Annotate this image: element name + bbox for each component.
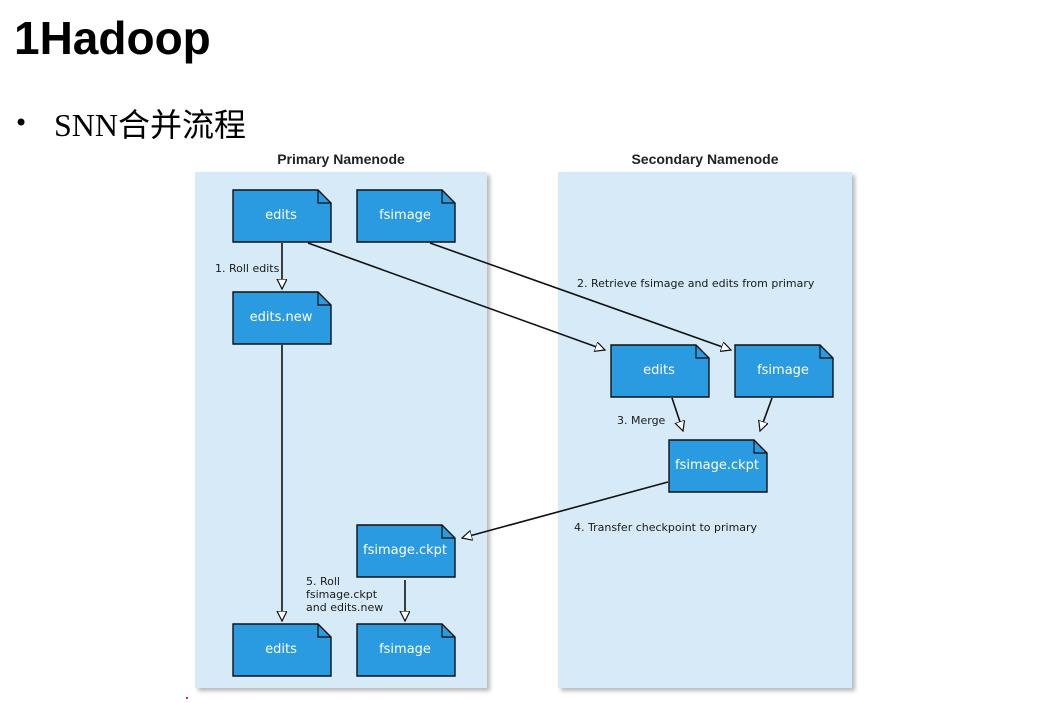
file-label: edits [265, 641, 297, 657]
step-roll-edits-label: 1. Roll edits [215, 262, 280, 275]
step-roll-label-line1: 5. Roll [306, 575, 340, 588]
bullet-item: • SNN合并流程 [14, 100, 246, 146]
file-ckpt-primary: fsimage.ckpt [356, 524, 458, 578]
file-label: fsimage [379, 641, 431, 657]
arrow-merge-fsimage [760, 397, 773, 431]
arrow-retrieve-fsimage [429, 242, 731, 350]
stray-mark [186, 697, 188, 699]
secondary-namenode-panel [558, 172, 852, 688]
file-edits-new: edits.new [232, 291, 334, 345]
step-roll-label-line3: and edits.new [306, 601, 384, 614]
file-label: fsimage [379, 207, 431, 223]
step-retrieve-label: 2. Retrieve fsimage and edits from prima… [577, 277, 815, 290]
file-label: fsimage.ckpt [363, 542, 447, 558]
file-fsimage-final: fsimage [356, 623, 458, 677]
arrow-merge-edits [671, 397, 683, 431]
file-label: edits [643, 362, 675, 378]
file-fsimage-secondary: fsimage [734, 344, 836, 398]
primary-namenode-panel [195, 172, 487, 688]
file-label: fsimage.ckpt [675, 457, 759, 473]
secondary-namenode-heading: Secondary Namenode [631, 151, 779, 167]
arrow-retrieve-edits [307, 242, 605, 350]
file-edits-secondary: edits [610, 344, 712, 398]
primary-namenode-heading: Primary Namenode [277, 151, 405, 167]
arrow-transfer-checkpoint [462, 481, 669, 538]
step-roll-label-line2: fsimage.ckpt [306, 588, 378, 601]
file-label: edits.new [249, 309, 313, 325]
file-fsimage-primary: fsimage [356, 189, 458, 243]
step-merge-label: 3. Merge [617, 414, 666, 427]
file-edits-final: edits [232, 623, 334, 677]
step-transfer-label: 4. Transfer checkpoint to primary [574, 521, 758, 534]
file-ckpt-secondary: fsimage.ckpt [668, 439, 770, 493]
file-edits-primary: edits [232, 189, 334, 243]
file-label: fsimage [757, 362, 809, 378]
slide-title: 1Hadoop [14, 12, 211, 64]
bullet-dot-icon: • [14, 109, 29, 137]
bullet-text: SNN合并流程 [54, 107, 247, 143]
file-label: edits [265, 207, 297, 223]
